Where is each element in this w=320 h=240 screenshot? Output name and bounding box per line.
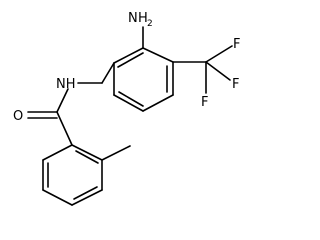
bond — [205, 61, 231, 81]
double-bond — [118, 91, 144, 107]
carbonyl-o-label: O — [13, 109, 23, 124]
double-bond — [117, 52, 144, 68]
structure-canvas: N H 2 NH O F F F — [13, 11, 240, 206]
trifluoromethyl-group — [172, 45, 233, 94]
fluorine-label-3: F — [201, 95, 208, 110]
amine-h-count-label: 2 — [147, 19, 153, 29]
double-bond — [73, 186, 98, 200]
bond — [205, 45, 233, 63]
amide-nh-label: NH — [56, 77, 76, 92]
bond — [42, 189, 73, 206]
amine-n-label: N — [128, 11, 138, 26]
double-bond — [75, 150, 99, 164]
bond — [71, 144, 103, 161]
bond — [101, 62, 115, 84]
bond — [71, 189, 103, 206]
aniline-ring — [101, 47, 174, 112]
fluorine-label-2: F — [232, 77, 239, 92]
bond — [42, 144, 73, 161]
bond — [142, 47, 174, 63]
bond — [142, 94, 174, 112]
bond — [56, 111, 73, 146]
fluorine-label-1: F — [233, 37, 240, 52]
toluyl-ring — [42, 144, 103, 206]
molecule-diagram: N H 2 NH O F F F — [13, 11, 240, 206]
bond — [113, 94, 144, 112]
bond — [101, 145, 131, 161]
amine-h-label: H — [138, 11, 148, 26]
bond — [56, 88, 69, 113]
bond — [113, 47, 144, 64]
